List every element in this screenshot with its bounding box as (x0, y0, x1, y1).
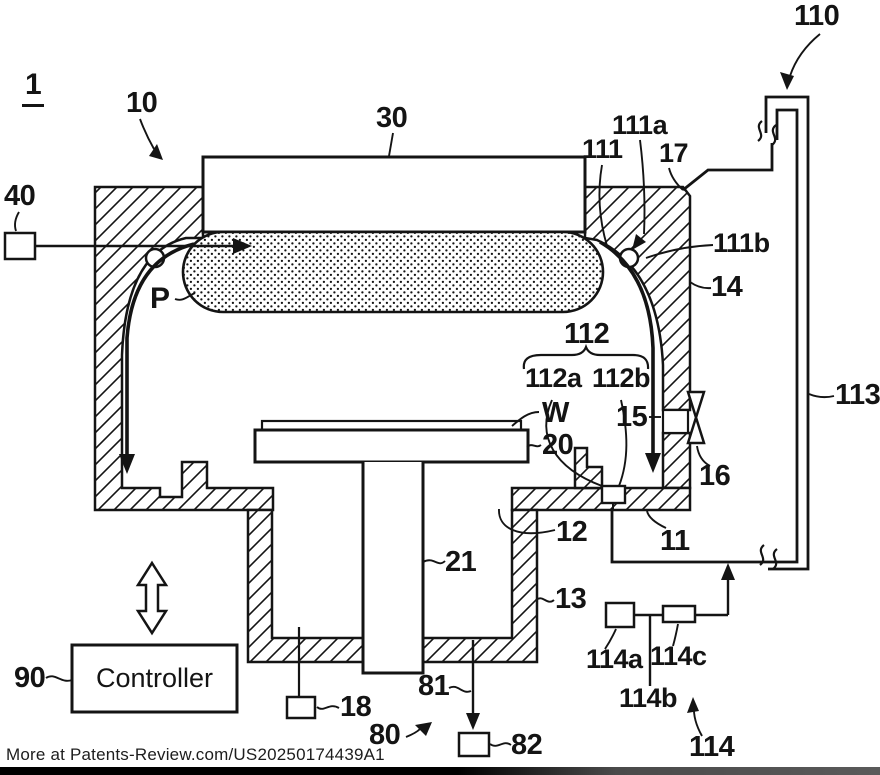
leader-90 (45, 675, 73, 682)
line-81-arrow (466, 640, 480, 730)
leader-111a (639, 139, 646, 235)
box-18 (285, 695, 317, 720)
lift-double-arrow (135, 560, 169, 636)
leader-arrowheads (149, 72, 794, 736)
leader-10 (139, 118, 155, 150)
leader-P (174, 292, 196, 301)
top-plate-30 (201, 155, 587, 234)
pipe-break-top (757, 120, 777, 146)
leader-114c (672, 623, 679, 647)
bottom-border-bar (0, 767, 880, 775)
pipe-113-outer (764, 95, 810, 571)
sensor-112 (600, 484, 627, 511)
chamber-wall-left (93, 185, 275, 512)
leader-16 (696, 445, 711, 467)
duct-to-pipe (682, 143, 774, 192)
exhaust-piping (610, 95, 810, 571)
line-from-40 (35, 238, 252, 254)
leader-18 (316, 705, 340, 710)
gas-lines (634, 578, 730, 686)
leader-111 (598, 164, 608, 247)
arrowhead-114 (687, 697, 699, 713)
leader-13 (535, 597, 555, 603)
leader-114a (604, 628, 617, 650)
floor-step-block (573, 446, 604, 490)
arrowhead-80 (415, 722, 432, 736)
leader-113 (808, 393, 835, 399)
arrowhead-110 (780, 72, 794, 90)
watermark-text: More at Patents-Review.com/US20250174439… (6, 745, 385, 764)
arrowhead-111a (632, 234, 646, 250)
pipe-113-inner (610, 108, 799, 564)
leader-112b (618, 399, 628, 487)
leader-30 (388, 132, 394, 157)
leader-112a (545, 399, 603, 487)
leader-21 (422, 559, 446, 565)
gas-box-114c (661, 604, 697, 624)
leader-80 (405, 728, 421, 738)
stage-plate-20 (253, 428, 530, 464)
source-box-40 (3, 231, 37, 261)
lower-chamber-left (246, 508, 365, 664)
leader-20 (526, 444, 542, 448)
leader-lines (14, 33, 835, 747)
leader-14 (689, 281, 712, 290)
leader-12 (498, 508, 556, 535)
leader-W (511, 411, 540, 427)
leader-110 (789, 33, 821, 77)
leader-40 (14, 211, 20, 232)
stage-shaft-21 (361, 462, 425, 675)
leader-82 (489, 742, 512, 747)
chamber-wall-right-lower (661, 431, 692, 490)
brace-112 (522, 343, 650, 370)
valve-16-icon (686, 390, 706, 445)
box-82 (457, 731, 491, 758)
gas-supply-114 (604, 601, 697, 629)
leader-111b (645, 244, 714, 259)
controller-label: Controller (95, 663, 214, 693)
arrowhead-10 (149, 144, 163, 160)
plasma-region (181, 230, 605, 314)
leader-11 (646, 510, 667, 529)
leader-81 (448, 685, 472, 693)
controller-box (70, 643, 239, 714)
flow-arrows (119, 240, 661, 474)
leader-17 (668, 167, 684, 191)
pipe-break-bottom (759, 544, 778, 570)
gas-box-114a (604, 601, 636, 629)
gas-arrow-head (721, 563, 735, 580)
transfer-port-15 (661, 408, 690, 435)
